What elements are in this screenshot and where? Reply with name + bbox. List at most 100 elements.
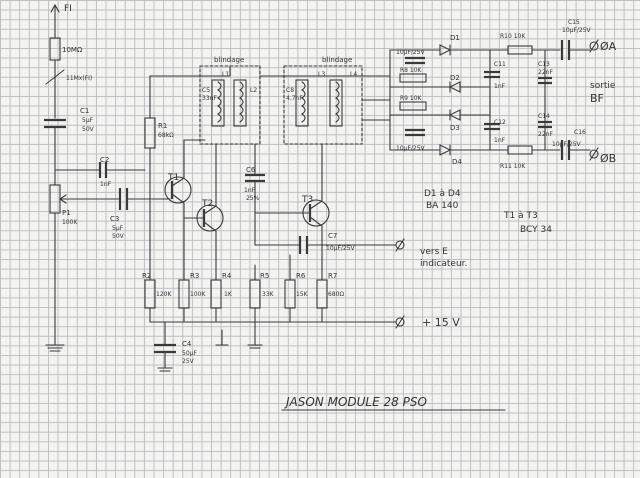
- resistor-r9: [399, 101, 427, 111]
- label-c8-val: 4,7nF: [286, 95, 303, 102]
- label-c5: C5: [202, 87, 210, 94]
- label-c3-v: 50V: [112, 233, 125, 240]
- labels: FI 10MΩ 11Mx(FI) C1 5μF 50V C2 1nF P1 10…: [62, 4, 617, 409]
- label-r2-val: 120K: [156, 291, 172, 298]
- label-c7: C7: [328, 232, 337, 240]
- label-diodes-note: D1 à D4: [424, 189, 461, 199]
- resistor-r10: [507, 45, 533, 55]
- label-r4: R4: [222, 272, 232, 280]
- resistor-r5: [249, 279, 261, 309]
- label-t2: T2: [201, 199, 213, 209]
- label-r4-val: 1K: [224, 291, 233, 298]
- label-d3: D3: [450, 124, 460, 132]
- label-r7: R7: [328, 272, 337, 280]
- label-l4: L4: [350, 71, 357, 78]
- input-section: [44, 3, 161, 352]
- label-c16-val: 10μF/25V: [552, 141, 582, 148]
- resistor-r6: [284, 279, 296, 309]
- potentiometer-p1: [49, 184, 61, 214]
- label-d2: D2: [450, 74, 460, 82]
- resistor-r1: [144, 117, 156, 149]
- output-a-terminal: [589, 41, 599, 51]
- label-l2: L2: [250, 87, 257, 94]
- label-r-fi: 10MΩ: [62, 46, 83, 54]
- label-d4: D4: [452, 158, 462, 166]
- label-sortie: sortie: [590, 81, 616, 91]
- output-b-terminal: [589, 149, 599, 159]
- label-c2: C2: [100, 156, 109, 164]
- resistor-r2: [144, 279, 156, 309]
- label-blindage-2: blindage: [322, 56, 352, 64]
- label-c1-v: 50V: [82, 126, 95, 133]
- label-c12: C12: [494, 119, 506, 126]
- resistor-r3: [178, 279, 190, 309]
- label-l1: L1: [222, 71, 229, 78]
- label-c13-val: 22nF: [538, 69, 553, 76]
- label-c11-val: 1nF: [494, 83, 506, 90]
- label-c14: C14: [538, 113, 550, 120]
- label-c4-val: 50μF: [182, 350, 197, 357]
- indicator-output: [254, 236, 405, 254]
- label-bf: BF: [590, 92, 604, 105]
- label-c6-val: 1nF: [244, 187, 256, 194]
- label-indicateur: indicateur.: [420, 259, 467, 269]
- label-r8: R8 10K: [400, 67, 423, 74]
- label-r5-val: 33K: [262, 291, 275, 298]
- label-r10: R10 10K: [500, 33, 526, 40]
- label-r3-val: 100K: [190, 291, 206, 298]
- label-c12-val: 1nF: [494, 137, 506, 144]
- diode-d4: [439, 144, 452, 156]
- label-r1: R1: [158, 122, 167, 130]
- label-filter-fi: 11Mx(FI): [66, 75, 92, 82]
- label-r3: R3: [190, 272, 199, 280]
- label-out-a: ØA: [600, 40, 617, 53]
- label-t3: T3: [301, 195, 313, 205]
- label-d1: D1: [450, 34, 460, 42]
- label-vers-e: vers E: [420, 247, 448, 257]
- diode-d2: [448, 81, 461, 93]
- bias-section: [144, 75, 231, 271]
- label-c15: C15: [568, 19, 580, 26]
- label-p1-val: 100K: [62, 219, 78, 226]
- label-p1: P1: [62, 209, 71, 217]
- label-r6-val: 15K: [296, 291, 309, 298]
- label-c5-val: 33nF: [202, 95, 217, 102]
- label-c1-val: 5μF: [82, 117, 94, 124]
- demodulator-section: [389, 44, 491, 156]
- label-c4: C4: [182, 340, 192, 348]
- label-r11: R11 10K: [500, 163, 526, 170]
- label-c13: C13: [538, 61, 550, 68]
- label-t1: T1: [167, 173, 179, 183]
- label-c15-val: 10μF/25V: [562, 27, 592, 34]
- transistor-t3: [254, 169, 330, 271]
- label-r7-val: 680Ω: [328, 291, 344, 298]
- filter-fi-mark: [45, 69, 65, 85]
- label-blindage-1: blindage: [214, 56, 244, 64]
- label-c8: C8: [286, 87, 294, 94]
- label-c11: C11: [494, 61, 506, 68]
- label-l3: L3: [318, 71, 325, 78]
- label-c3-val: 5μF: [112, 225, 124, 232]
- label-diodes-type: BA 140: [426, 201, 459, 211]
- label-c7-val: 10μF/25V: [326, 245, 356, 252]
- resistor-10meg: [49, 37, 61, 61]
- label-r2: R2: [142, 272, 151, 280]
- label-c14-val: 22nF: [538, 131, 553, 138]
- label-c10: 10μF/25V: [396, 145, 426, 152]
- label-r6: R6: [296, 272, 306, 280]
- label-c6-pct: 25%: [246, 195, 260, 202]
- resistor-r4: [210, 279, 222, 309]
- label-c4-v: 25V: [182, 358, 195, 365]
- resistor-r11: [507, 145, 533, 155]
- shield-block-1: [183, 65, 265, 246]
- indicator-terminal: [395, 240, 405, 250]
- label-r5: R5: [260, 272, 269, 280]
- label-fi: FI: [64, 4, 72, 14]
- label-transistors-note: T1 à T3: [503, 211, 538, 221]
- label-supply: + 15 V: [422, 316, 460, 329]
- label-c3: C3: [110, 215, 119, 223]
- resistor-row: [144, 254, 405, 372]
- resistor-r8: [399, 73, 427, 83]
